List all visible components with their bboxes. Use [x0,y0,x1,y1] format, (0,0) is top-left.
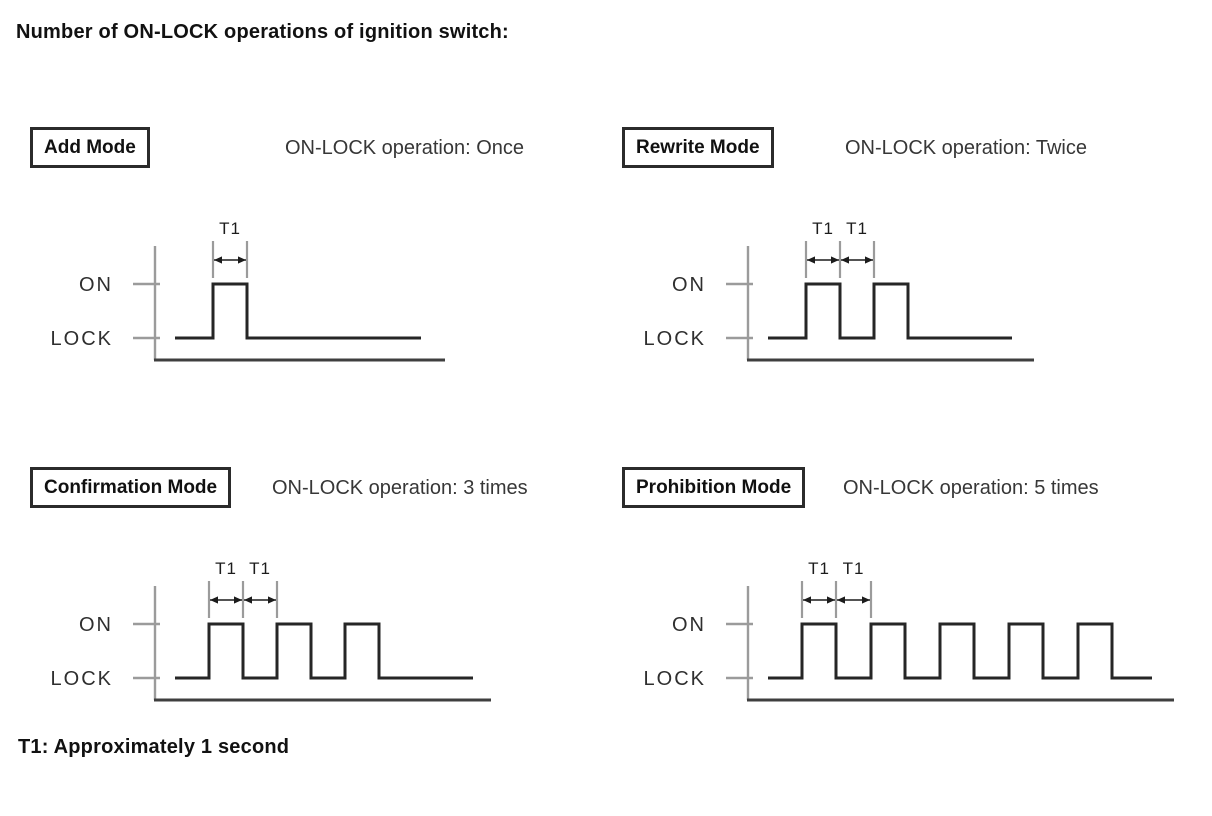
operation-label-confirmation: ON-LOCK operation: 3 times [272,477,528,499]
t1-arrowhead-right [238,256,246,264]
on-level-label: ON [79,614,113,636]
t1-label: T1 [219,219,241,238]
t1-label: T1 [808,559,830,578]
t1-arrowhead-right [268,596,276,604]
mode-box-label-rewrite: Rewrite Mode [636,137,760,158]
t1-arrowhead-left [807,256,815,264]
t1-arrowhead-right [831,256,839,264]
waveform-path [768,622,1152,680]
waveform-path [175,282,421,340]
mode-box-prohibition: Prohibition Mode [622,467,806,508]
t1-arrowhead-left [214,256,222,264]
lock-level-label: LOCK [644,668,706,690]
t1-label: T1 [215,559,237,578]
operation-label-rewrite: ON-LOCK operation: Twice [845,137,1087,159]
t1-label: T1 [249,559,271,578]
t1-footnote: T1: Approximately 1 second [18,736,290,758]
t1-arrowhead-right [865,256,873,264]
t1-arrowhead-left [210,596,218,604]
t1-arrowhead-right [234,596,242,604]
waveform-path [768,282,1012,340]
waveform-path [175,622,473,680]
t1-label: T1 [812,219,834,238]
mode-box-label-confirmation: Confirmation Mode [44,477,218,498]
t1-arrowhead-left [841,256,849,264]
on-level-label: ON [672,274,706,296]
page-title: Number of ON-LOCK operations of ignition… [16,21,509,43]
mode-box-add: Add Mode [30,127,150,168]
lock-level-label: LOCK [51,328,113,350]
t1-label: T1 [843,559,865,578]
mode-box-label-prohibition: Prohibition Mode [636,477,792,498]
t1-arrowhead-left [803,596,811,604]
operation-label-add: ON-LOCK operation: Once [285,137,524,159]
on-level-label: ON [79,274,113,296]
operation-label-prohibition: ON-LOCK operation: 5 times [843,477,1099,499]
t1-arrowhead-left [244,596,252,604]
t1-arrowhead-right [862,596,870,604]
mode-box-label-add: Add Mode [44,137,136,158]
t1-arrowhead-right [827,596,835,604]
mode-box-confirmation: Confirmation Mode [30,467,232,508]
on-level-label: ON [672,614,706,636]
t1-label: T1 [846,219,868,238]
lock-level-label: LOCK [644,328,706,350]
t1-arrowhead-left [837,596,845,604]
lock-level-label: LOCK [51,668,113,690]
mode-box-rewrite: Rewrite Mode [622,127,774,168]
